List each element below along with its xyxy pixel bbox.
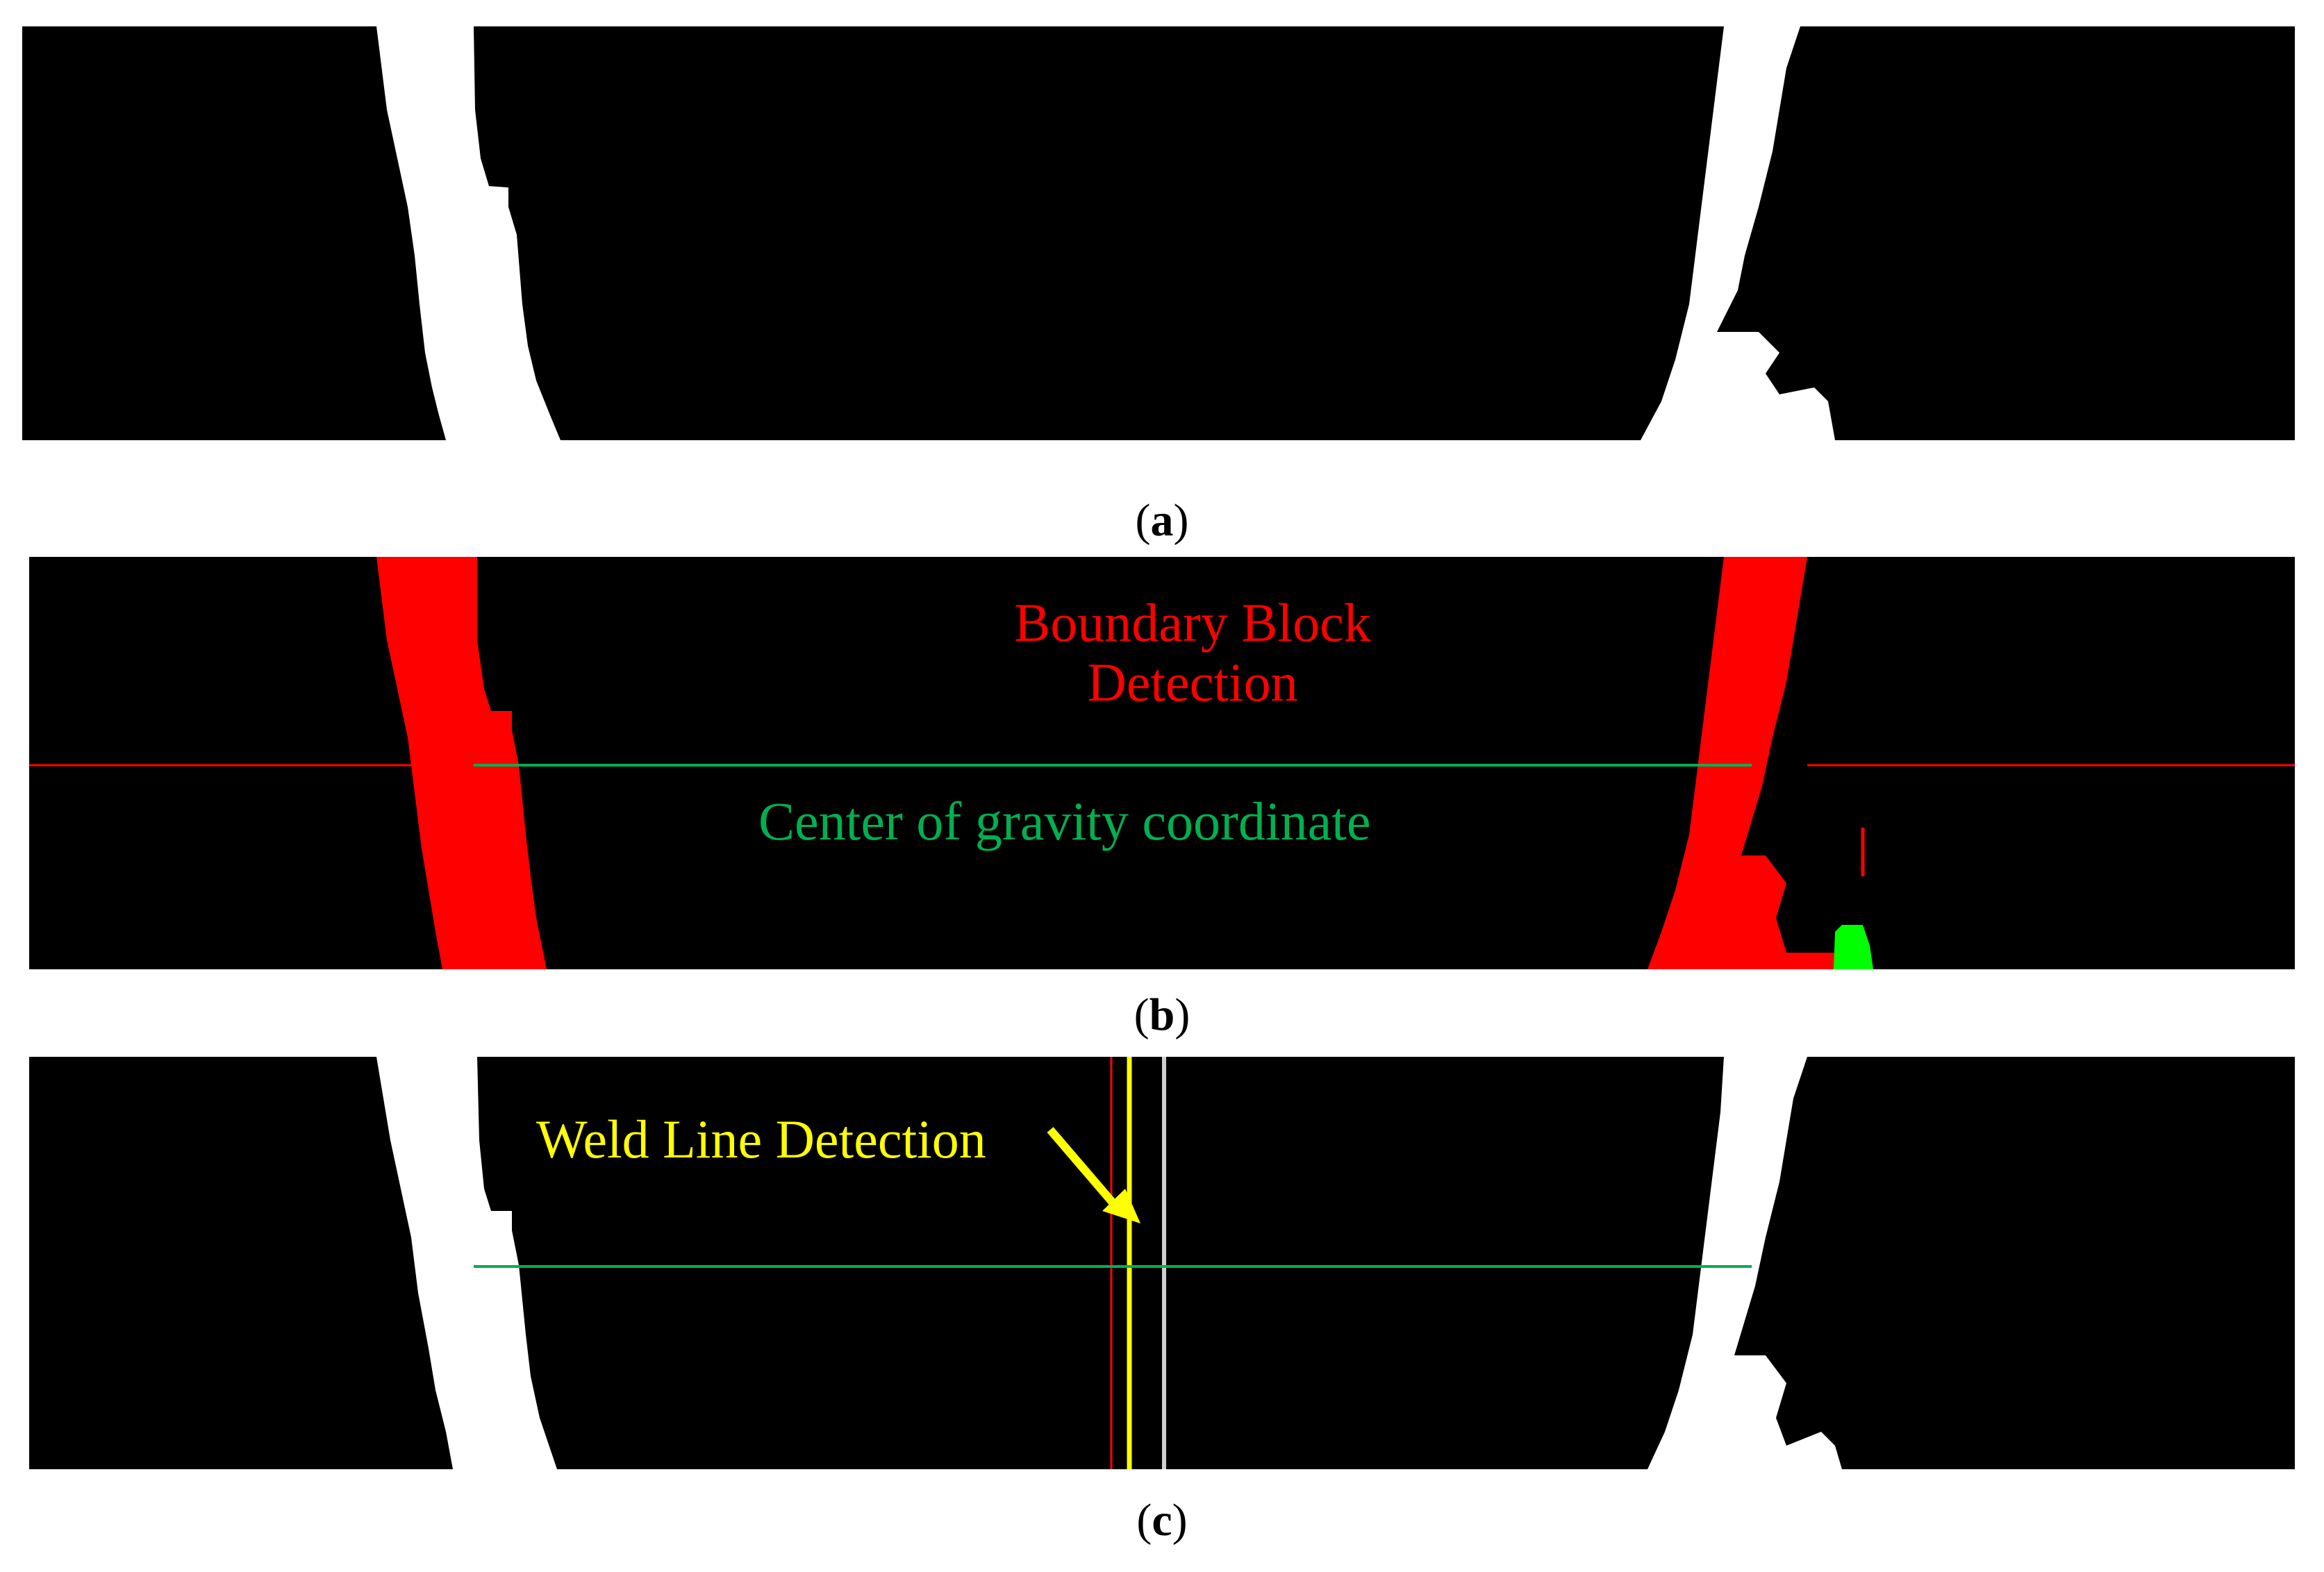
weld-arrow-head [1102,1189,1140,1223]
weld-line-label: Weld Line Detection [536,1109,986,1169]
panel-c-weld-line-detection: Weld Line Detection [29,1057,2295,1469]
right-seam [1647,1057,1842,1469]
caption-c: (c) [1136,1495,1188,1546]
binary-image-a [376,26,1835,440]
caption-b: (b) [1134,989,1190,1040]
detection-image-b [29,557,2295,969]
speckle-a [1717,339,1752,387]
left-boundary-block [376,557,547,969]
right-seam [1641,26,1835,440]
left-seam [376,26,561,440]
caption-a: (a) [1135,495,1189,546]
gravity-coordinate-label: Center of gravity coordinate [758,791,1371,851]
panel-b-boundary-detection: Boundary Block Detection Center of gravi… [29,557,2295,969]
gravity-blob [1834,925,1873,969]
weld-arrow-shaft [1047,1127,1116,1205]
boundary-label-line1: Boundary Block [1014,592,1371,653]
detection-image-c [376,1057,1842,1469]
right-boundary-block [1647,557,1856,969]
left-seam [376,1057,557,1469]
boundary-block-label: Boundary Block Detection [724,593,1661,712]
panel-a-binary-image [22,26,2295,440]
boundary-label-line2: Detection [1087,651,1298,712]
